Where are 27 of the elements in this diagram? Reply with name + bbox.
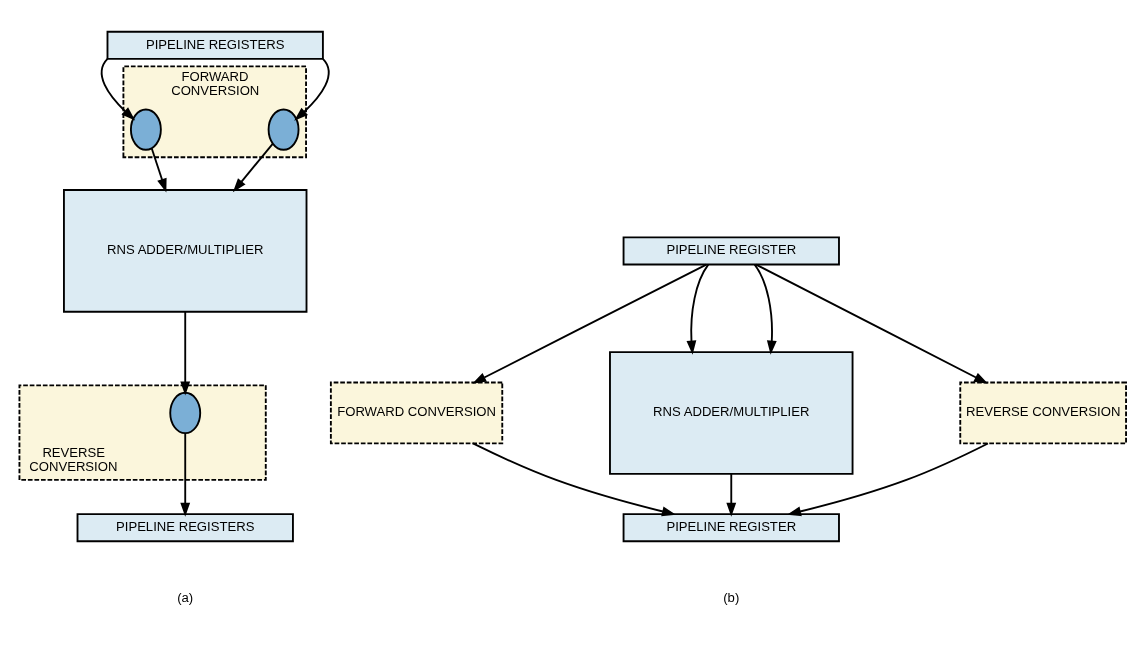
arrow bbox=[180, 431, 191, 517]
arrow bbox=[472, 441, 676, 516]
arrow bbox=[786, 442, 989, 516]
arrow bbox=[686, 263, 710, 355]
arrow bbox=[755, 263, 989, 384]
arrow bbox=[753, 263, 777, 355]
node-circle bbox=[129, 108, 162, 151]
arrow bbox=[294, 57, 330, 121]
arrow bbox=[100, 57, 136, 120]
node-circle bbox=[267, 108, 300, 151]
node-box: RNS ADDER/MULTIPLIER bbox=[609, 350, 854, 475]
label: (b) bbox=[723, 589, 740, 605]
arrow bbox=[180, 310, 191, 396]
arrow bbox=[232, 142, 274, 192]
node-box: PIPELINE REGISTERS bbox=[76, 512, 294, 542]
node-box: FORWARD CONVERSION bbox=[329, 381, 504, 444]
arrow bbox=[726, 472, 737, 517]
node-box: REVERSE CONVERSION bbox=[959, 381, 1127, 444]
label: (a) bbox=[177, 589, 194, 605]
node-circle bbox=[169, 391, 202, 434]
node-box: PIPELINE REGISTER bbox=[622, 235, 840, 265]
node-box: PIPELINE REGISTER bbox=[622, 512, 840, 542]
node-box: PIPELINE REGISTERS bbox=[106, 30, 324, 60]
arrow bbox=[150, 147, 167, 193]
node-box: RNS ADDER/MULTIPLIER bbox=[63, 188, 308, 313]
cluster: REVERSE CONVERSION bbox=[18, 383, 267, 481]
arrow bbox=[472, 263, 708, 384]
